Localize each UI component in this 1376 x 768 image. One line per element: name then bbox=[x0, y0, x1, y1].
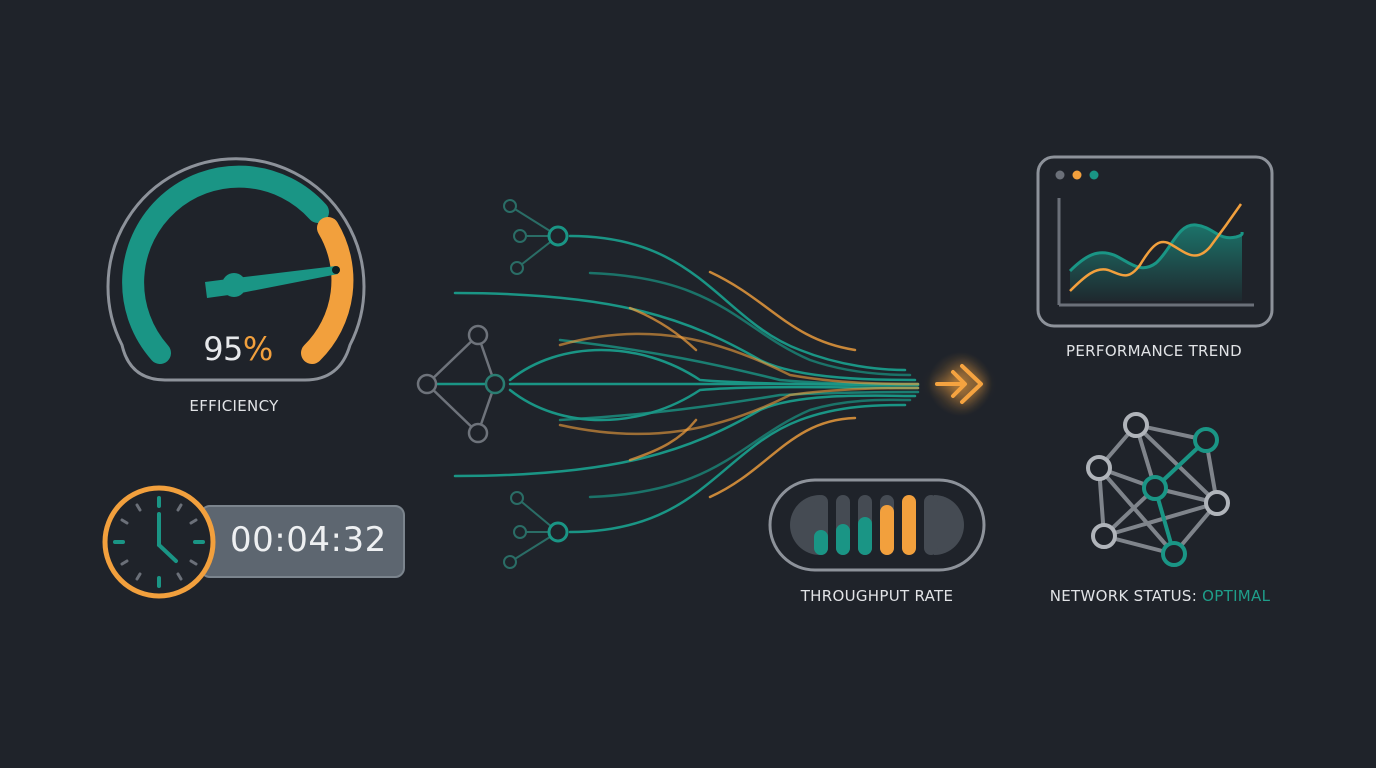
network-status-prefix: NETWORK STATUS: bbox=[1049, 587, 1203, 605]
network-status-label: NETWORK STATUS: OPTIMAL bbox=[1030, 587, 1290, 605]
performance-trend-panel bbox=[1036, 155, 1274, 328]
gauge-icon bbox=[106, 157, 366, 382]
throughput-label: THROUGHPUT RATE bbox=[800, 587, 954, 605]
network-topology-icon bbox=[1086, 412, 1230, 567]
timer-value: 00:04:32 bbox=[230, 520, 387, 560]
network-status-graph bbox=[1075, 410, 1235, 580]
efficiency-gauge: 95% EFFICIENCY bbox=[0, 0, 400, 430]
efficiency-value: 95% bbox=[203, 330, 273, 368]
timer-display bbox=[200, 505, 405, 578]
window-dot-gray bbox=[1055, 170, 1065, 180]
window-dot-orange bbox=[1072, 170, 1082, 180]
throughput-bars-icon bbox=[768, 478, 986, 572]
performance-label: PERFORMANCE TREND bbox=[1066, 342, 1242, 360]
window-dot-teal bbox=[1089, 170, 1099, 180]
throughput-meter bbox=[768, 478, 986, 572]
efficiency-label: EFFICIENCY bbox=[189, 397, 279, 415]
line-chart-icon bbox=[1036, 155, 1274, 328]
network-status-value: OPTIMAL bbox=[1202, 587, 1271, 605]
